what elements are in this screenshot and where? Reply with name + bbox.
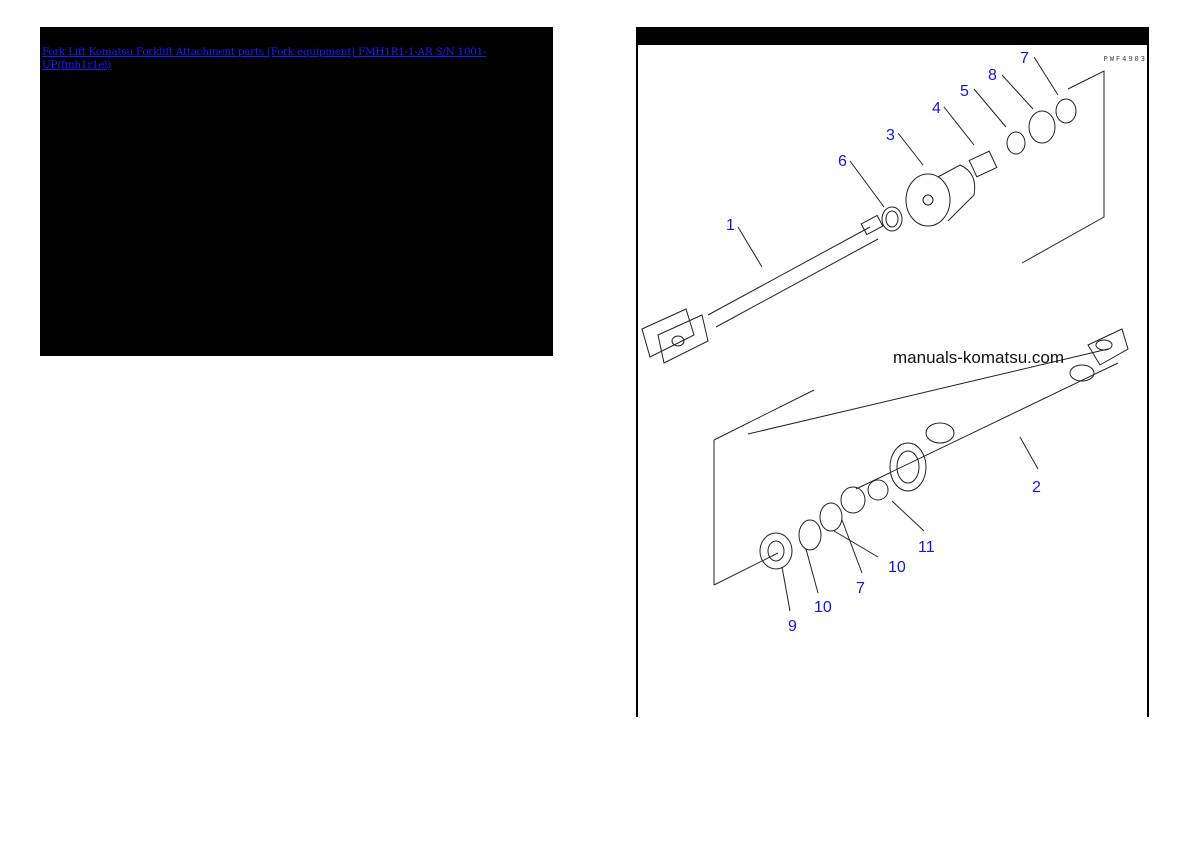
breadcrumb-title-link[interactable]: Fork Lift Komatsu Forklift Attachment pa… (42, 46, 487, 71)
drawing-code: PWF4903 (1103, 55, 1147, 63)
callout-11: 11 (918, 539, 935, 556)
callout-7: 7 (1020, 50, 1029, 67)
exploded-parts-diagram: PWF4903 manuals-komatsu.com 7 8 5 4 3 6 … (638, 45, 1147, 717)
callout-7b: 7 (856, 580, 865, 597)
callout-10b: 10 (814, 599, 832, 616)
callout-4: 4 (932, 100, 941, 117)
callout-1: 1 (726, 217, 735, 234)
callout-5: 5 (960, 83, 969, 100)
callout-2: 2 (1032, 479, 1041, 496)
callout-6: 6 (838, 153, 847, 170)
parts-diagram-panel: PWF4903 manuals-komatsu.com 7 8 5 4 3 6 … (636, 27, 1149, 717)
cylinder-drawing-icon (641, 56, 1129, 612)
callout-9: 9 (788, 618, 797, 635)
title-panel: Fork Lift Komatsu Forklift Attachment pa… (40, 27, 553, 356)
callout-3: 3 (886, 127, 895, 144)
diagram-header-bar (638, 27, 1147, 45)
callout-8: 8 (988, 67, 997, 84)
callout-10a: 10 (888, 559, 906, 576)
watermark-text: manuals-komatsu.com (893, 348, 1065, 367)
